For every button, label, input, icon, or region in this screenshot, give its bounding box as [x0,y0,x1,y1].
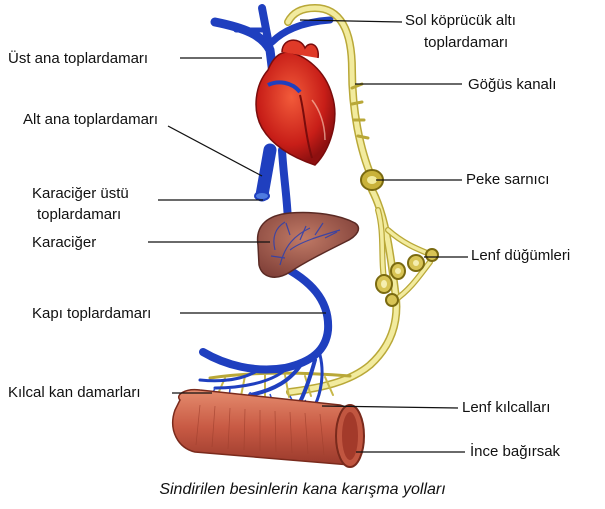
label-hepatic-vein-line1: Karaciğer üstü [32,185,129,202]
thoracic-duct [208,4,435,398]
liver [256,211,360,278]
lymph-nodes [375,248,439,307]
label-subclavian-vein-line2: toplardamarı [424,34,509,51]
label-hepatic-vein-line2: toplardamarı [37,206,122,223]
label-small-intestine: İnce bağırsak [470,443,561,460]
label-thoracic-duct: Göğüs kanalı [468,76,557,93]
label-blood-capillaries: Kılcal kan damarları [8,384,141,401]
small-intestine [172,388,365,468]
diagram-caption: Sindirilen besinlerin kana karışma yolla… [159,481,446,498]
label-inferior-vena-cava: Alt ana toplardamarı [23,111,159,128]
label-lymph-nodes: Lenf düğümleri [471,247,571,264]
label-portal-vein: Kapı toplardamarı [32,305,152,322]
label-cisterna-chyli: Peke sarnıcı [466,171,550,188]
label-liver: Karaciğer [32,234,97,251]
label-subclavian-vein-line1: Sol köprücük altı [405,12,516,29]
label-lymph-capillaries: Lenf kılcalları [462,399,551,416]
label-superior-vena-cava: Üst ana toplardamarı [8,50,149,67]
heart [255,39,336,166]
leader-lines [148,19,468,453]
